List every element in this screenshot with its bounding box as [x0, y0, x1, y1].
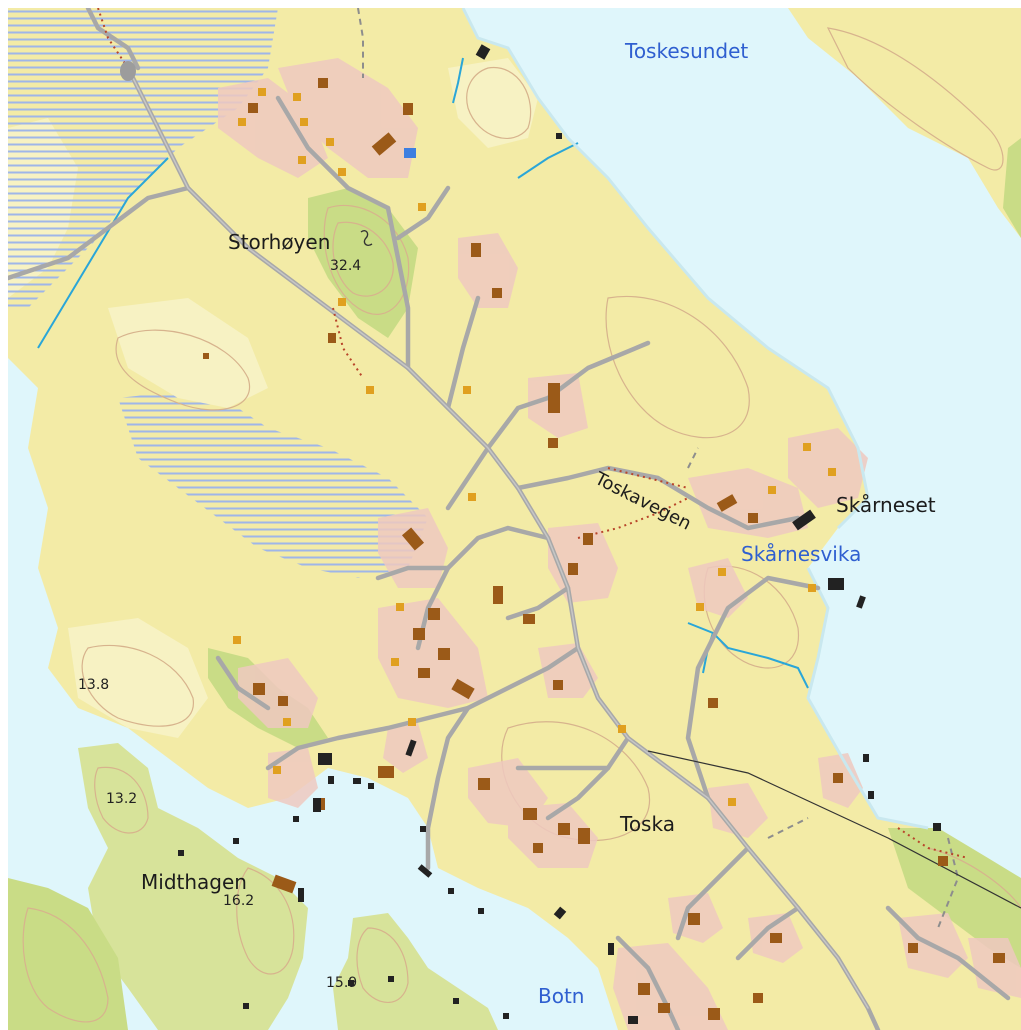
summit-icon: [360, 229, 373, 247]
storhoyen-height-label: 32.4: [330, 258, 362, 274]
marsh-area: [8, 8, 278, 308]
toskesundet-label: Toskesundet: [625, 39, 749, 63]
storhoyen-label: Storhøyen: [228, 230, 331, 254]
marsh-area: [118, 388, 428, 578]
midthagen-island: [78, 743, 308, 1030]
skarneset-label: Skårneset: [836, 493, 936, 517]
southwest-land: [8, 878, 128, 1030]
light-land: [108, 298, 268, 408]
power-line: [647, 750, 1021, 909]
forest-area: [1003, 138, 1021, 238]
pond-icon: [120, 61, 136, 81]
height-15-9-label: 15.9: [326, 975, 358, 991]
small-buildings: [233, 88, 836, 806]
skarnesvika-label: Skårnesvika: [741, 542, 862, 566]
toska-label: Toska: [620, 812, 675, 836]
botn-label: Botn: [538, 984, 585, 1008]
height-13-2-label: 13.2: [106, 791, 138, 807]
boathouses: [178, 44, 941, 1024]
shoreline: [461, 8, 929, 830]
buildings: [203, 78, 1005, 1020]
contour-lines: [22, 27, 1021, 1023]
light-land: [448, 58, 538, 148]
roads: [8, 8, 1011, 1030]
map-canvas: [8, 8, 1021, 1030]
settlement-zones: [218, 58, 1021, 1030]
mainland-area: [8, 8, 1021, 1030]
pool-icon: [404, 148, 416, 158]
topographic-map[interactable]: Toskesundet Storhøyen 32.4 Toskavegen Sk…: [8, 8, 1021, 1030]
height-13-8-label: 13.8: [78, 677, 110, 693]
midthagen-label: Midthagen: [141, 870, 247, 894]
forest-area: [888, 828, 1021, 968]
footpaths: [97, 8, 969, 859]
tracks: [357, 8, 960, 929]
midthagen-height-label: 16.2: [223, 893, 255, 909]
